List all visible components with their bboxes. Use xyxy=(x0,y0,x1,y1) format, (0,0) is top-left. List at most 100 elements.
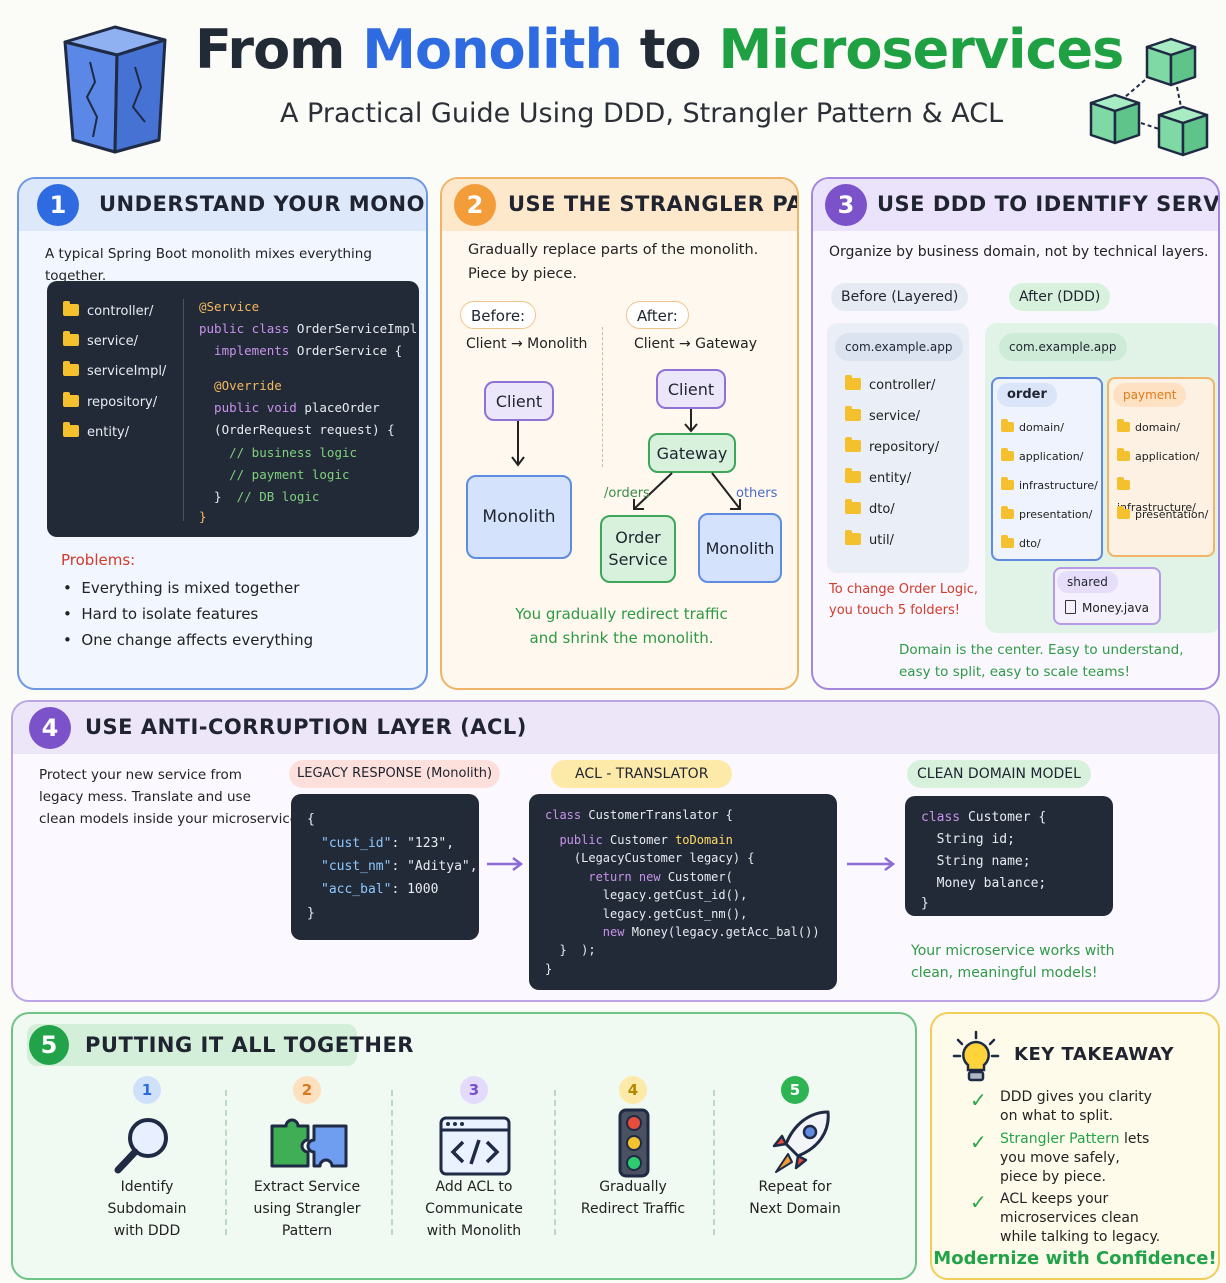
code-line: Money balance; xyxy=(921,876,1047,891)
section-intro: Organize by business domain, not by tech… xyxy=(829,244,1209,260)
section-title: UNDERSTAND YOUR MONOLITH xyxy=(99,192,426,216)
shared-box: shared Money.java xyxy=(1053,567,1161,625)
section-intro: clean models inside your microservice. xyxy=(39,811,303,827)
step-number-badge: 1 xyxy=(37,184,79,226)
section-intro: legacy mess. Translate and use xyxy=(39,789,251,805)
layered-warning: you touch 5 folders! xyxy=(829,603,960,618)
section-caption: clean, meaningful models! xyxy=(911,965,1098,981)
code-line: (LegacyCustomer legacy) { xyxy=(545,851,755,865)
money-file: Money.java xyxy=(1065,597,1149,619)
code-line: public Customer toDomain xyxy=(545,833,733,847)
code-line: legacy.getCust_id(), xyxy=(545,888,748,902)
code-line: public class OrderServiceImpl xyxy=(199,321,418,336)
section-caption: Domain is the center. Easy to understand… xyxy=(899,642,1184,658)
code-line: } xyxy=(199,509,207,524)
check-icon: ✓ xyxy=(970,1130,987,1154)
code-line: String id; xyxy=(921,832,1015,847)
folder-item: service/ xyxy=(845,406,920,428)
clean-model-label: CLEAN DOMAIN MODEL xyxy=(907,760,1091,788)
order-service-node: Order Service xyxy=(600,515,676,583)
package-name: com.example.app xyxy=(835,333,963,361)
client-node-after: Client xyxy=(656,369,726,409)
clean-domain-code: class Customer { String id; String name;… xyxy=(905,796,1113,916)
takeaway-footer: Modernize with Confidence! xyxy=(933,1248,1217,1269)
section-title: PUTTING IT ALL TOGETHER xyxy=(85,1033,414,1057)
domain-name: order xyxy=(997,383,1057,407)
step-badge: 4 xyxy=(619,1076,647,1104)
folder-item: presentation/ xyxy=(1117,504,1208,526)
gateway-node: Gateway xyxy=(648,433,736,473)
section-intro: Piece by piece. xyxy=(468,266,577,282)
section-intro: A typical Spring Boot monolith mixes eve… xyxy=(45,246,372,284)
domain-name: payment xyxy=(1113,383,1187,407)
code-line: } // DB logic xyxy=(199,489,320,504)
section-acl: 4 USE ANTI-CORRUPTION LAYER (ACL) Protec… xyxy=(11,700,1220,1002)
ddd-package-box: com.example.app order domain/ applicatio… xyxy=(985,323,1218,633)
file-icon xyxy=(1065,600,1076,614)
folder-item: application/ xyxy=(1001,446,1083,468)
section-header xyxy=(442,179,797,231)
folder-item: entity/ xyxy=(845,468,911,490)
folder-item: util/ xyxy=(845,530,894,552)
after-label: After: xyxy=(626,301,689,329)
problem-item: • Hard to isolate features xyxy=(63,605,259,623)
json-line: "acc_bal": 1000 xyxy=(321,882,439,897)
section-header xyxy=(813,179,1218,231)
section-title: USE DDD TO IDENTIFY SERVICES xyxy=(877,192,1220,216)
section-understand-monolith: 1 UNDERSTAND YOUR MONOLITH A typical Spr… xyxy=(17,177,428,690)
code-line: } xyxy=(545,962,553,976)
traffic-light-icon xyxy=(616,1108,652,1184)
step-divider xyxy=(554,1090,556,1235)
folder-item: domain/ xyxy=(1001,417,1064,439)
section-caption: and shrink the monolith. xyxy=(529,629,714,647)
step-number-badge: 3 xyxy=(825,184,867,226)
order-domain-box: order domain/ application/ infrastructur… xyxy=(991,377,1103,561)
microservices-cubes-icon xyxy=(1085,35,1215,160)
legacy-response-label: LEGACY RESPONSE (Monolith) xyxy=(289,760,501,788)
before-label: Before: xyxy=(460,301,537,329)
gateway-routing-arrows xyxy=(633,472,741,510)
arrow-client-monolith xyxy=(511,421,525,467)
arrow-client-gateway xyxy=(684,409,698,433)
folder-item: controller/ xyxy=(845,375,935,397)
acl-translator-label: ACL - TRANSLATOR xyxy=(551,760,733,788)
code-line: class CustomerTranslator { xyxy=(545,808,733,822)
folder-item: presentation/ xyxy=(1001,504,1092,526)
arrow-legacy-to-acl xyxy=(487,857,524,871)
page-title: From Monolith to Microservices xyxy=(195,18,1124,81)
others-route-label: others xyxy=(736,486,778,501)
after-ddd-label: After (DDD) xyxy=(1009,283,1111,311)
code-line: // payment logic xyxy=(199,467,350,482)
package-name: com.example.app xyxy=(999,333,1127,361)
step-badge: 5 xyxy=(781,1076,809,1104)
folder-item: controller/ xyxy=(63,301,153,319)
page-subtitle: A Practical Guide Using DDD, Strangler P… xyxy=(280,98,1004,129)
check-icon: ✓ xyxy=(970,1088,987,1112)
puzzle-icon xyxy=(268,1118,352,1178)
code-line: legacy.getCust_nm(), xyxy=(545,907,748,921)
magnifier-icon xyxy=(112,1114,176,1182)
section-header xyxy=(19,179,426,231)
code-line: class Customer { xyxy=(921,810,1047,825)
section-caption: You gradually redirect traffic xyxy=(515,605,728,623)
section-header xyxy=(13,702,1218,754)
lightbulb-icon xyxy=(952,1030,1000,1088)
monolith-code-block: controller/ service/ serviceImpl/ reposi… xyxy=(47,281,419,537)
folder-item: repository/ xyxy=(63,392,157,410)
code-line: new Money(legacy.getAcc_bal()) xyxy=(545,925,820,939)
code-line: return new Customer( xyxy=(545,870,733,884)
arrow-acl-to-domain xyxy=(847,857,896,871)
problems-title: Problems: xyxy=(61,551,136,569)
step-divider xyxy=(391,1090,393,1235)
step-number-badge: 4 xyxy=(29,707,71,749)
monolith-node-before: Monolith xyxy=(466,475,572,559)
